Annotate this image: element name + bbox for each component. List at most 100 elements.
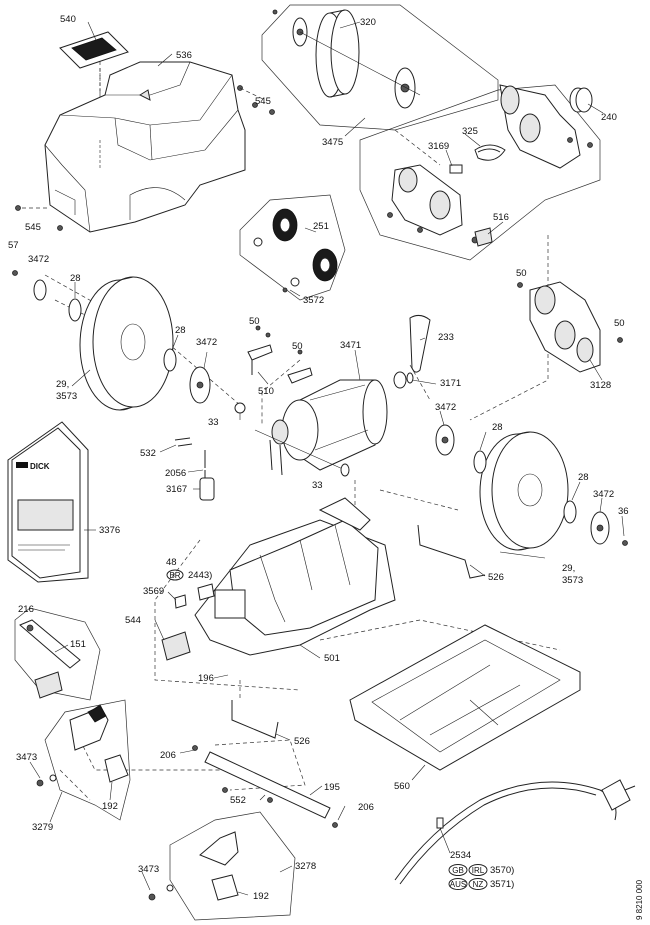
knife-holder-3278	[148, 831, 239, 901]
label-3471: 3471	[340, 340, 361, 351]
drive-assembly-3128	[517, 281, 623, 373]
label-516: 516	[493, 212, 509, 223]
part-labels: 540 536 545 545 320 3475 240 325 3169 51…	[8, 14, 644, 920]
badge-aus: AUS	[450, 880, 466, 889]
label-545b: 545	[25, 222, 41, 233]
right-wheel-29	[435, 424, 628, 551]
label-560: 560	[394, 781, 410, 792]
label-28c: 28	[492, 422, 503, 433]
screws-545	[15, 85, 275, 231]
switch-544	[161, 583, 215, 661]
grinding-wheel-320	[272, 9, 421, 109]
label-sticker-540	[59, 31, 129, 100]
brackets-510	[247, 325, 313, 384]
label-3473a: 3473	[16, 752, 37, 763]
label-532: 532	[140, 448, 156, 459]
gearbox-3169	[387, 164, 493, 247]
label-50d: 50	[614, 318, 625, 329]
label-50a: 50	[249, 316, 260, 327]
left-wheel-29	[12, 270, 246, 414]
knife-guide-216	[19, 619, 81, 699]
label-3472d: 3472	[593, 489, 614, 500]
label-206b: 206	[358, 802, 374, 813]
label-28b: 28	[175, 325, 186, 336]
label-325: 325	[462, 126, 478, 137]
label-192a: 192	[102, 801, 118, 812]
label-510: 510	[258, 386, 274, 397]
label-540: 540	[60, 14, 76, 25]
label-3473b: 3473	[138, 864, 159, 875]
label-48: 48	[166, 557, 177, 568]
label-240: 240	[601, 112, 617, 123]
badge-nz: NZ	[473, 880, 484, 889]
knife-holder-3279	[36, 704, 129, 787]
country-badges: BR GB IRL AUS NZ	[166, 569, 488, 890]
badge-irl: IRL	[472, 866, 485, 875]
label-206a: 206	[160, 750, 176, 761]
label-3573a: 3573	[56, 391, 77, 402]
label-526a: 526	[488, 572, 504, 583]
label-3472c: 3472	[435, 402, 456, 413]
label-552: 552	[230, 795, 246, 806]
label-151: 151	[70, 639, 86, 650]
label-36: 36	[618, 506, 629, 517]
label-29a: 29,	[56, 379, 69, 390]
label-544: 544	[125, 615, 141, 626]
label-536: 536	[176, 50, 192, 61]
label-192b: 192	[253, 891, 269, 902]
label-3571: 3571)	[490, 879, 514, 890]
label-251: 251	[313, 221, 329, 232]
label-3475: 3475	[322, 137, 343, 148]
belt-325	[474, 144, 506, 161]
label-2056: 2056	[165, 468, 186, 479]
brackets-526	[231, 524, 486, 739]
power-cord-2534	[394, 779, 636, 885]
label-3169: 3169	[428, 141, 449, 152]
label-50c: 50	[516, 268, 527, 279]
label-195: 195	[324, 782, 340, 793]
label-3376: 3376	[99, 525, 120, 536]
label-233: 233	[438, 332, 454, 343]
label-3573b: 3573	[562, 575, 583, 586]
document-number: 9 8210 000	[635, 879, 644, 920]
manual-booklet-3376: DICK	[7, 421, 89, 583]
label-57: 57	[8, 240, 19, 251]
label-526b: 526	[294, 736, 310, 747]
rail-195	[192, 745, 338, 828]
label-3278: 3278	[295, 861, 316, 872]
manual-brand: DICK	[30, 462, 50, 471]
label-29b: 29,	[562, 563, 575, 574]
label-50b: 50	[292, 341, 303, 352]
label-3279: 3279	[32, 822, 53, 833]
label-28d: 28	[578, 472, 589, 483]
motor-3471	[254, 379, 388, 477]
label-320: 320	[360, 17, 376, 28]
label-3572: 3572	[303, 295, 324, 306]
label-3569: 3569	[143, 586, 164, 597]
label-3472a: 3472	[28, 254, 49, 265]
pulleys-251	[253, 208, 338, 293]
label-3570: 3570)	[490, 865, 514, 876]
label-2534: 2534	[450, 850, 471, 861]
label-3128: 3128	[590, 380, 611, 391]
label-3472b: 3472	[196, 337, 217, 348]
label-545a: 545	[255, 96, 271, 107]
belt-233	[409, 314, 431, 373]
label-501: 501	[324, 653, 340, 664]
chassis-501	[194, 497, 396, 656]
part-3171	[393, 371, 414, 389]
label-216: 216	[18, 604, 34, 615]
housing-cover-536	[44, 61, 246, 233]
tray-560	[349, 624, 581, 771]
label-3171: 3171	[440, 378, 461, 389]
label-28a: 28	[70, 273, 81, 284]
leader-lines	[29, 21, 625, 896]
electrical-parts	[174, 437, 215, 501]
label-33b: 33	[312, 480, 323, 491]
label-2443: 2443)	[188, 570, 212, 581]
label-3167: 3167	[166, 484, 187, 495]
drive-assembly-240	[499, 84, 593, 169]
badge-gb: GB	[452, 866, 464, 875]
label-196: 196	[198, 673, 214, 684]
